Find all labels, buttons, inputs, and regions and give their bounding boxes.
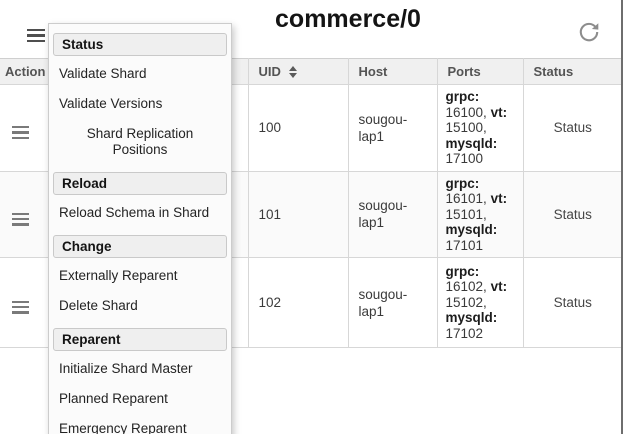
host-cell: sougou-lap1: [347, 170, 438, 258]
menu-item-delete-shard[interactable]: Delete Shard: [59, 298, 138, 313]
menu-header-change: Change: [53, 235, 227, 258]
shard-actions-menu-button[interactable]: [27, 29, 45, 42]
refresh-button[interactable]: [576, 20, 602, 46]
menu-item-shard-replication-positions[interactable]: Shard Replication Positions: [86, 126, 194, 157]
row-actions-menu-button[interactable]: [12, 212, 29, 226]
menu-item-reload-schema-in-shard[interactable]: Reload Schema in Shard: [59, 205, 210, 220]
port-label: vt:: [490, 279, 508, 295]
menu-item-validate-versions[interactable]: Validate Versions: [59, 96, 163, 111]
menu-header-reload: Reload: [53, 172, 227, 195]
port-label: grpc:: [445, 263, 480, 279]
uid-cell: 101: [247, 170, 349, 258]
port-value: 16102,: [445, 279, 487, 295]
ports-cell: grpc: 16100, vt: 15100, mysqld: 17100: [436, 84, 524, 172]
ports-cell: grpc: 16102, vt: 15102, mysqld: 17102: [436, 257, 524, 348]
hamburger-icon: [27, 29, 45, 42]
menu-header-reparent: Reparent: [53, 328, 227, 351]
port-label: mysqld:: [445, 135, 498, 151]
menu-item-emergency-reparent[interactable]: Emergency Reparent: [59, 421, 187, 434]
port-label: mysqld:: [445, 222, 498, 237]
menu-item-externally-reparent[interactable]: Externally Reparent: [59, 268, 178, 283]
status-link[interactable]: Status: [553, 206, 592, 222]
uid-cell: 102: [247, 257, 349, 348]
page-title: commerce/0: [275, 5, 421, 33]
menu-item-validate-shard[interactable]: Validate Shard: [59, 66, 147, 81]
status-link[interactable]: Status: [553, 120, 592, 136]
port-value: 15101,: [445, 206, 487, 222]
hamburger-icon: [12, 126, 29, 140]
port-value: 17101: [445, 237, 484, 253]
col-header-uid[interactable]: UID: [247, 58, 349, 85]
port-value: 15100,: [445, 120, 487, 135]
port-label: mysqld:: [445, 310, 498, 326]
port-value: 15102,: [445, 294, 487, 310]
host-cell: sougou-lap1: [347, 84, 438, 172]
hamburger-icon: [12, 212, 29, 226]
port-label: vt:: [490, 191, 508, 206]
port-label: vt:: [490, 104, 508, 120]
scrollbar[interactable]: [621, 0, 623, 434]
host-cell: sougou-lap1: [347, 257, 438, 348]
col-header-uid-label: UID: [258, 64, 281, 79]
col-header-status: Status: [522, 58, 622, 85]
ports-cell: grpc: 16101, vt: 15101, mysqld: 17101: [436, 170, 524, 258]
col-header-host: Host: [347, 58, 438, 85]
status-cell: Status: [522, 84, 622, 172]
hamburger-icon: [12, 300, 29, 314]
menu-item-initialize-shard-master[interactable]: Initialize Shard Master: [59, 361, 193, 376]
port-label: grpc:: [445, 89, 480, 104]
menu-header-status: Status: [53, 33, 227, 56]
shard-actions-menu: Status Validate Shard Validate Versions …: [48, 23, 232, 434]
refresh-icon: [579, 22, 599, 42]
status-cell: Status: [522, 170, 622, 258]
row-actions-menu-button[interactable]: [12, 300, 29, 314]
status-cell: Status: [522, 257, 622, 348]
port-value: 16100,: [445, 104, 487, 120]
row-actions-menu-button[interactable]: [12, 126, 29, 140]
menu-item-planned-reparent[interactable]: Planned Reparent: [59, 391, 168, 406]
port-value: 17100: [445, 151, 484, 166]
port-value: 16101,: [445, 191, 487, 206]
uid-cell: 100: [247, 84, 349, 172]
sort-arrows-icon[interactable]: [288, 65, 297, 78]
port-label: grpc:: [445, 175, 480, 191]
status-link[interactable]: Status: [553, 295, 592, 310]
col-header-ports: Ports: [436, 58, 524, 85]
port-value: 17102: [445, 325, 484, 341]
